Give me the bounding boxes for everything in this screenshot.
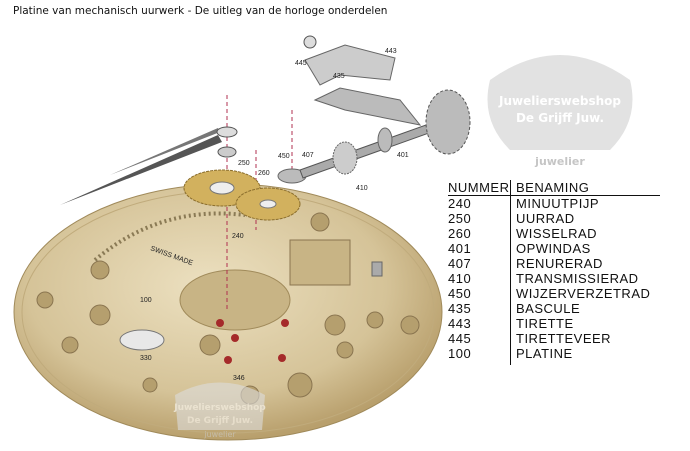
label-260: 260 bbox=[258, 170, 270, 177]
legend-row: 407 RENURERAD bbox=[448, 256, 660, 271]
watermark-logo: Juwelierswebshop De Grijff Juw. juwelier bbox=[487, 55, 633, 168]
part-name: BASCULE bbox=[516, 301, 581, 316]
part-name: TIRETTEVEER bbox=[516, 331, 612, 346]
label-346: 346 bbox=[233, 375, 245, 382]
part-330 bbox=[119, 329, 165, 351]
center-recess bbox=[179, 269, 291, 331]
legend-row: 401 OPWINDAS bbox=[448, 241, 660, 256]
part-name: OPWINDAS bbox=[516, 241, 591, 256]
header-name: BENAMING bbox=[516, 180, 590, 195]
label-407: 407 bbox=[302, 152, 314, 159]
label-443: 443 bbox=[385, 48, 397, 55]
label-100: 100 bbox=[140, 297, 152, 304]
label-401: 401 bbox=[397, 152, 409, 159]
legend-divider bbox=[510, 180, 511, 365]
legend-row: 250 UURRAD bbox=[448, 211, 660, 226]
label-250: 250 bbox=[238, 160, 250, 167]
legend-row: 443 TIRETTE bbox=[448, 316, 660, 331]
legend-row: 445 TIRETTEVEER bbox=[448, 331, 660, 346]
part-name: TRANSMISSIERAD bbox=[516, 271, 639, 286]
part-number: 435 bbox=[448, 301, 472, 316]
part-name: WIJZERVERZETRAD bbox=[516, 286, 651, 301]
header-number: NUMMER bbox=[448, 180, 510, 195]
legend-row: 260 WISSELRAD bbox=[448, 226, 660, 241]
part-number: 443 bbox=[448, 316, 472, 331]
part-number: 401 bbox=[448, 241, 472, 256]
bascule-lever bbox=[313, 87, 422, 126]
part-name: TIRETTE bbox=[516, 316, 574, 331]
legend-row: 450 WIJZERVERZETRAD bbox=[448, 286, 660, 301]
crown bbox=[425, 89, 471, 155]
part-name: MINUUTPIJP bbox=[516, 196, 599, 211]
legend-row: 435 BASCULE bbox=[448, 301, 660, 316]
part-number: 450 bbox=[448, 286, 472, 301]
legend-row: 240 MINUUTPIJP bbox=[448, 196, 660, 211]
watermark-small-line1: Juwelierswebshop bbox=[173, 403, 266, 413]
part-number: 445 bbox=[448, 331, 472, 346]
watermark-line2: De Grijff Juw. bbox=[516, 111, 604, 125]
watermark-line3: juwelier bbox=[534, 155, 585, 168]
opwindas-stem bbox=[299, 119, 444, 179]
watermark-small-line3: juwelier bbox=[203, 430, 236, 439]
label-410: 410 bbox=[356, 185, 368, 192]
part-number: 260 bbox=[448, 226, 472, 241]
legend-header: NUMMER BENAMING bbox=[448, 180, 660, 196]
watermark-line1: Juwelierswebshop bbox=[498, 94, 621, 108]
part-name: PLATINE bbox=[516, 346, 573, 361]
part-number: 100 bbox=[448, 346, 472, 361]
part-name: RENURERAD bbox=[516, 256, 603, 271]
tirette-lever bbox=[304, 44, 396, 86]
label-445: 445 bbox=[295, 60, 307, 67]
watermark-logo-small: Juwelierswebshop De Grijff Juw. juwelier bbox=[173, 382, 266, 439]
label-330: 330 bbox=[140, 355, 152, 362]
part-number: 407 bbox=[448, 256, 472, 271]
minuutpijp-hand bbox=[60, 135, 222, 205]
part-name: UURRAD bbox=[516, 211, 575, 226]
part-number: 240 bbox=[448, 196, 472, 211]
page-title: Platine van mechanisch uurwerk - De uitl… bbox=[13, 5, 388, 17]
legend-row: 410 TRANSMISSIERAD bbox=[448, 271, 660, 286]
label-240: 240 bbox=[232, 233, 244, 240]
watermark-small-line2: De Grijff Juw. bbox=[187, 416, 253, 426]
legend-rows: 240 MINUUTPIJP 250 UURRAD 260 WISSELRAD 401 OPW… bbox=[448, 196, 660, 361]
label-450: 450 bbox=[278, 153, 290, 160]
part-number: 250 bbox=[448, 211, 472, 226]
part-number: 410 bbox=[448, 271, 472, 286]
part-name: WISSELRAD bbox=[516, 226, 598, 241]
label-435: 435 bbox=[333, 73, 345, 80]
legend-row: 100 PLATINE bbox=[448, 346, 660, 361]
